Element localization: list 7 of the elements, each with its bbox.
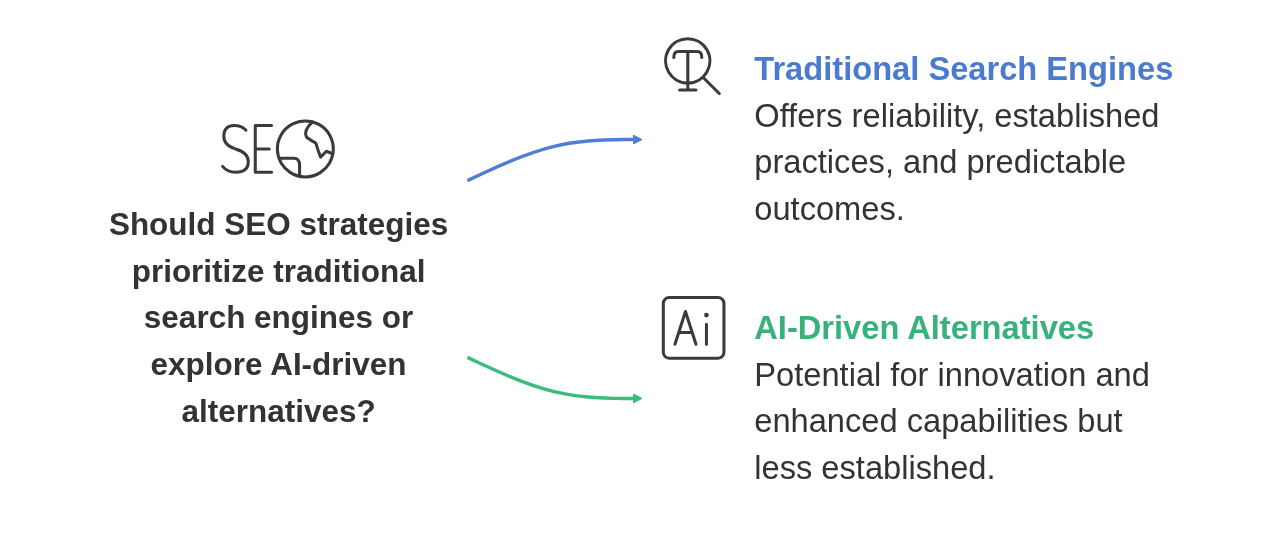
arrow	[466, 355, 643, 404]
option-description: Offers reliability, established practices, and predictable outcomes.	[754, 96, 1161, 230]
question-text: Should SEO strategies prioritize traditional search engines or explore AI-driven alternatives?	[107, 206, 450, 431]
option-heading: Traditional Search Engines	[754, 51, 1174, 88]
option-heading: AI-Driven Alternatives	[754, 309, 1095, 346]
option-description: Potential for innovation and enhanced capabilities but less established.	[754, 355, 1151, 488]
arrow	[466, 134, 643, 183]
